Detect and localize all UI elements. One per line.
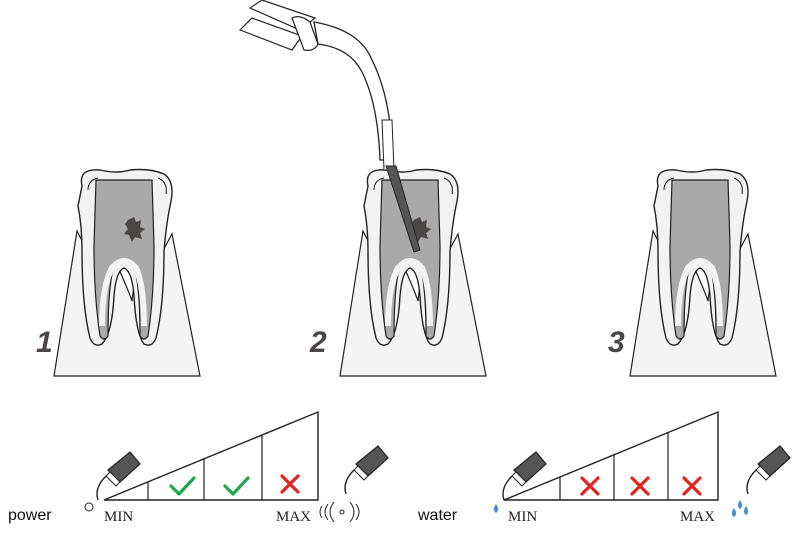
power-max-label: MAX xyxy=(276,509,311,525)
power-scale: power MIN MAX xyxy=(8,410,389,525)
step-3-number: 3 xyxy=(608,326,625,359)
power-origin-circle xyxy=(84,502,94,512)
scaler-handpiece-icon xyxy=(746,445,791,495)
tooth-step-1 xyxy=(54,170,200,377)
water-drop-icon xyxy=(732,500,748,517)
water-drop-icon xyxy=(494,504,498,513)
water-triangle xyxy=(503,410,719,501)
water-max-label: MAX xyxy=(680,509,715,525)
water-min-label: MIN xyxy=(508,509,537,525)
water-scale: water MIN MAX xyxy=(417,410,791,525)
water-label: water xyxy=(417,507,458,524)
power-triangle xyxy=(103,410,319,501)
power-min-label: MIN xyxy=(104,509,133,525)
vibration-waves-icon xyxy=(319,501,360,523)
tooth-step-3 xyxy=(630,170,776,377)
step-2-number: 2 xyxy=(309,326,327,359)
tooth-step-2 xyxy=(340,170,486,377)
step-1-number: 1 xyxy=(36,326,53,359)
scaler-handpiece-icon xyxy=(238,0,421,253)
scaler-handpiece-icon xyxy=(344,445,389,495)
power-label: power xyxy=(8,507,52,524)
